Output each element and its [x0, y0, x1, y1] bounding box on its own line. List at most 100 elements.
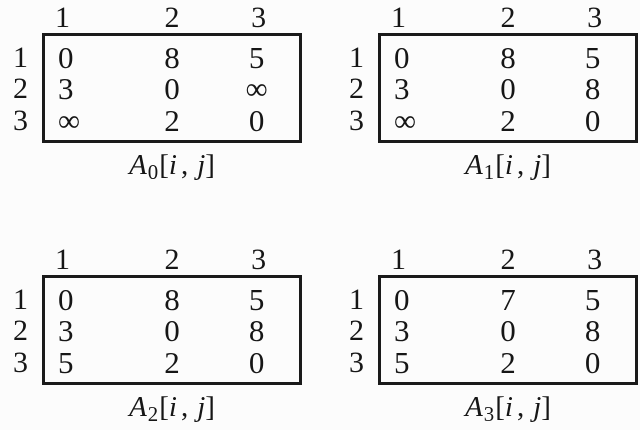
matrix-box: 0 7 5 3 0 8 5 2 0 [378, 275, 638, 385]
row-header-1: 1 [13, 283, 28, 316]
column-header-1: 1 [55, 1, 70, 34]
matrix-cell: 5 [584, 282, 601, 317]
column-header-3: 3 [251, 243, 267, 276]
caption-close-bracket: ] [541, 149, 551, 181]
matrix-cell: ∞ [58, 102, 81, 138]
matrix-cell: 8 [584, 71, 601, 107]
row-headers: 1 2 3 [338, 275, 378, 385]
matrix-figure-a1: 1 2 3 1 2 3 0 8 5 3 0 8 ∞ 2 0 A1[i,j] [338, 3, 638, 185]
caption-index-i: i [504, 391, 513, 423]
row-headers: 1 2 3 [338, 33, 378, 143]
row-headers: 1 2 3 [2, 275, 42, 385]
matrix-figure-a0: 1 2 3 1 2 3 0 8 5 3 0 ∞ ∞ 2 0 A0[i,j] [2, 3, 302, 185]
column-header-3: 3 [251, 1, 267, 34]
caption-symbol: A [129, 149, 147, 181]
caption-index-j: j [533, 149, 542, 181]
matrix-box: 0 8 5 3 0 ∞ ∞ 2 0 [42, 33, 302, 143]
matrix-cell: 0 [248, 102, 265, 138]
caption-subscript: 0 [147, 159, 159, 184]
matrix-cell: ∞ [394, 102, 417, 138]
column-headers: 1 2 3 [42, 245, 302, 275]
matrix-caption: A3[i,j] [378, 385, 638, 427]
matrix-cell: 2 [500, 102, 516, 138]
caption-subscript: 2 [147, 401, 159, 426]
matrix-cell: 8 [164, 282, 180, 317]
column-header-2: 2 [500, 1, 516, 34]
matrix-cell: ∞ [245, 71, 268, 107]
column-header-3: 3 [587, 243, 603, 276]
matrix-cell: 3 [394, 313, 410, 349]
caption-close-bracket: ] [205, 149, 215, 181]
matrix-cell: 7 [500, 282, 516, 317]
matrix-cell: 8 [164, 40, 180, 75]
matrix-cell: 0 [58, 40, 74, 75]
matrix-cell: 5 [394, 344, 410, 380]
matrix-cell: 0 [164, 71, 180, 107]
caption-symbol: A [129, 391, 147, 423]
caption-open-bracket: [ [159, 391, 169, 423]
caption-index-j: j [533, 391, 542, 423]
row-header-1: 1 [13, 41, 28, 74]
row-header-3: 3 [13, 345, 28, 379]
matrix-cell: 0 [500, 313, 516, 349]
column-header-1: 1 [391, 1, 406, 34]
row-header-1: 1 [349, 41, 364, 74]
matrix-cell: 3 [58, 313, 74, 349]
column-headers: 1 2 3 [42, 3, 302, 33]
matrix-cell: 0 [164, 313, 180, 349]
caption-open-bracket: [ [495, 149, 505, 181]
caption-comma: , [180, 391, 189, 423]
matrix-cell: 5 [248, 282, 265, 317]
matrix-cell: 5 [584, 40, 601, 75]
caption-open-bracket: [ [495, 391, 505, 423]
caption-close-bracket: ] [541, 391, 551, 423]
row-header-2: 2 [13, 72, 28, 106]
matrix-cell: 8 [500, 40, 516, 75]
matrix-box: 0 8 5 3 0 8 5 2 0 [42, 275, 302, 385]
caption-symbol: A [465, 149, 483, 181]
caption-symbol: A [465, 391, 483, 423]
caption-open-bracket: [ [159, 149, 169, 181]
caption-index-j: j [197, 391, 206, 423]
matrix-cell: 0 [58, 282, 74, 317]
column-header-1: 1 [55, 243, 70, 276]
row-header-1: 1 [349, 283, 364, 316]
row-header-2: 2 [13, 314, 28, 348]
row-header-2: 2 [349, 72, 364, 106]
matrix-cell: 8 [248, 313, 265, 349]
row-headers: 1 2 3 [2, 33, 42, 143]
column-header-2: 2 [500, 243, 516, 276]
matrix-cell: 0 [500, 71, 516, 107]
caption-index-i: i [504, 149, 513, 181]
matrix-caption: A2[i,j] [42, 385, 302, 427]
caption-index-j: j [197, 149, 206, 181]
matrix-caption: A0[i,j] [42, 143, 302, 185]
matrix-cell: 0 [584, 344, 601, 380]
caption-close-bracket: ] [205, 391, 215, 423]
matrix-cell: 2 [500, 344, 516, 380]
matrix-cell: 0 [248, 344, 265, 380]
caption-comma: , [180, 149, 189, 181]
matrix-cell: 0 [394, 40, 410, 75]
column-header-2: 2 [164, 1, 180, 34]
column-headers: 1 2 3 [378, 3, 638, 33]
row-header-3: 3 [13, 103, 28, 137]
matrix-cell: 2 [164, 102, 180, 138]
matrix-caption: A1[i,j] [378, 143, 638, 185]
matrix-figure-a2: 1 2 3 1 2 3 0 8 5 3 0 8 5 2 0 A2[i,j] [2, 245, 302, 427]
caption-comma: , [516, 149, 525, 181]
column-headers: 1 2 3 [378, 245, 638, 275]
matrix-cell: 2 [164, 344, 180, 380]
column-header-1: 1 [391, 243, 406, 276]
matrix-cell: 3 [394, 71, 410, 107]
matrix-cell: 0 [584, 102, 601, 138]
column-header-3: 3 [587, 1, 603, 34]
column-header-2: 2 [164, 243, 180, 276]
caption-comma: , [516, 391, 525, 423]
row-header-3: 3 [349, 103, 364, 137]
matrix-cell: 8 [584, 313, 601, 349]
caption-index-i: i [168, 149, 177, 181]
caption-subscript: 3 [483, 401, 495, 426]
matrix-cell: 0 [394, 282, 410, 317]
